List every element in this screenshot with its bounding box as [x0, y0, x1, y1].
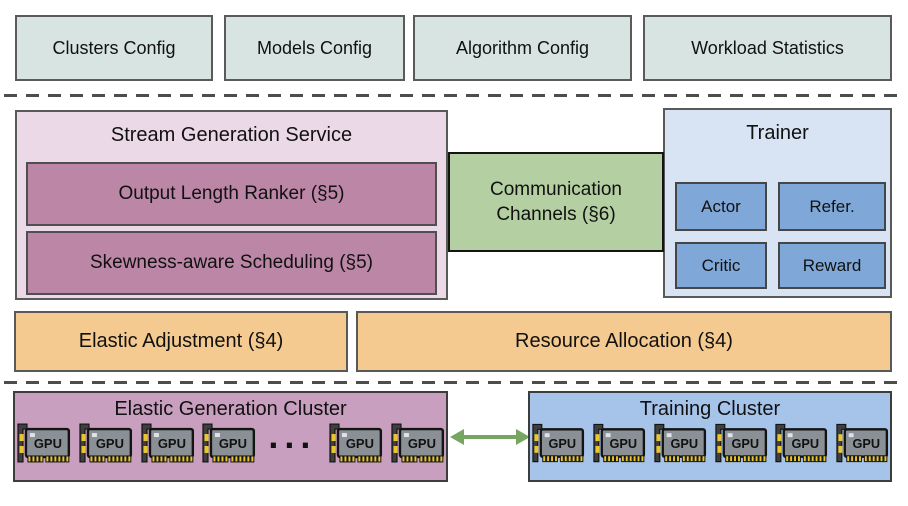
gpu-icon: GPU: [202, 423, 256, 463]
svg-text:GPU: GPU: [408, 436, 436, 451]
skewness-aware-scheduling-label: Skewness-aware Scheduling (§5): [89, 252, 374, 273]
output-length-ranker-box: Output Length Ranker (§5): [26, 162, 437, 226]
gpu-icon: GPU: [79, 423, 132, 463]
clusters-config-label: Clusters Config: [52, 37, 176, 58]
svg-text:GPU: GPU: [549, 436, 577, 451]
actor-box: Actor: [675, 182, 767, 231]
gpu-icon: GPU: [775, 423, 828, 463]
training-cluster-gpu-row: GPU GPU GPU GPU GPU: [530, 422, 890, 466]
svg-text:GPU: GPU: [34, 436, 62, 451]
separator-bottom: [4, 381, 904, 384]
elastic-generation-cluster-title: Elastic Generation Cluster: [114, 398, 347, 420]
critic-label: Critic: [701, 255, 741, 275]
elastic-adjustment-label: Elastic Adjustment (§4): [78, 330, 284, 352]
gpu-icon: GPU: [593, 423, 645, 463]
algorithm-config-box: Algorithm Config: [413, 15, 632, 81]
workload-statistics-label: Workload Statistics: [691, 37, 844, 58]
reward-label: Reward: [802, 255, 862, 275]
svg-text:GPU: GPU: [609, 436, 637, 451]
workload-statistics-box: Workload Statistics: [643, 15, 892, 81]
clusters-config-box: Clusters Config: [15, 15, 213, 81]
svg-text:GPU: GPU: [853, 436, 881, 451]
communication-channels-box: Communication Channels (§6): [448, 152, 664, 252]
svg-text:GPU: GPU: [96, 436, 124, 451]
gpu-icon: GPU: [836, 423, 889, 463]
svg-text:GPU: GPU: [792, 436, 820, 451]
training-cluster-box: Training Cluster GPU GPU GPU GPU: [528, 391, 892, 482]
gpu-icon: GPU: [654, 423, 706, 463]
reward-box: Reward: [778, 242, 886, 289]
trainer-box: Trainer Actor Refer. Critic Reward: [663, 108, 892, 298]
models-config-box: Models Config: [224, 15, 405, 81]
cluster-link-arrow-icon: [450, 429, 530, 445]
svg-text:GPU: GPU: [219, 436, 247, 451]
gpu-icon: GPU: [532, 423, 585, 463]
critic-box: Critic: [675, 242, 767, 289]
training-cluster-title: Training Cluster: [639, 398, 781, 420]
svg-text:GPU: GPU: [670, 436, 698, 451]
resource-allocation-box: Resource Allocation (§4): [356, 311, 892, 372]
separator-top: [4, 94, 904, 97]
algorithm-config-label: Algorithm Config: [455, 37, 590, 58]
elastic-generation-cluster-box: Elastic Generation Cluster GPU GPU GPU G…: [13, 391, 448, 482]
skewness-aware-scheduling-box: Skewness-aware Scheduling (§5): [26, 231, 437, 295]
gpu-icon: GPU: [391, 423, 445, 463]
elastic-adjustment-box: Elastic Adjustment (§4): [14, 311, 348, 372]
gpu-ellipsis: ...: [268, 415, 317, 456]
gpu-icon: GPU: [714, 423, 767, 463]
elastic-cluster-gpu-row: GPU GPU GPU GPU ... GPU: [15, 415, 446, 466]
svg-text:GPU: GPU: [731, 436, 759, 451]
models-config-label: Models Config: [256, 37, 373, 58]
gpu-icon: GPU: [141, 423, 194, 463]
svg-text:GPU: GPU: [158, 436, 186, 451]
actor-label: Actor: [701, 196, 741, 216]
output-length-ranker-label: Output Length Ranker (§5): [118, 183, 345, 204]
svg-text:GPU: GPU: [346, 436, 374, 451]
communication-channels-label: Communication Channels (§6): [490, 178, 622, 225]
trainer-title: Trainer: [746, 122, 809, 144]
gpu-icon: GPU: [329, 423, 383, 463]
reference-label: Refer.: [809, 196, 855, 216]
gpu-icon: GPU: [17, 423, 71, 463]
stream-generation-service-box: Stream Generation Service Output Length …: [15, 110, 448, 300]
stream-generation-service-title: Stream Generation Service: [110, 124, 353, 146]
resource-allocation-label: Resource Allocation (§4): [515, 330, 733, 352]
reference-box: Refer.: [778, 182, 886, 231]
